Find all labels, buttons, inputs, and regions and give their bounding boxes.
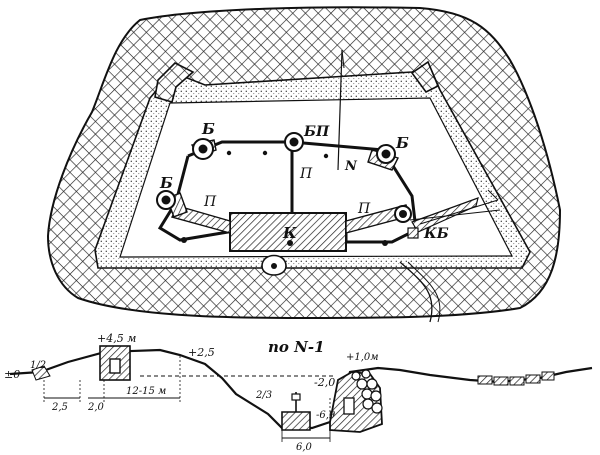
junction-dot xyxy=(382,240,388,246)
kb-box xyxy=(407,227,419,239)
label-kb: КБ xyxy=(423,226,449,242)
label-dist-20: 2,0 xyxy=(87,402,105,413)
plan-view: Б БП Б Б N П П П К КБ xyxy=(46,6,562,323)
label-depth-20: -2,0 xyxy=(314,376,335,389)
label-p-right: П xyxy=(357,201,371,217)
junction-dot xyxy=(181,237,187,243)
section-line-n1 xyxy=(337,49,343,171)
ditch-post-top xyxy=(291,393,301,401)
turret-left xyxy=(156,190,176,210)
stone-fill xyxy=(351,369,383,414)
top-left-bastion xyxy=(154,62,195,103)
section-view: по N-1 xyxy=(4,332,593,453)
label-p-left: П xyxy=(203,194,217,210)
label-zero: ±0 xyxy=(4,368,20,381)
patrol-path-2 xyxy=(407,261,441,323)
left-foot-hatch xyxy=(31,365,51,381)
turret-top-center xyxy=(284,132,304,152)
turret-top-left xyxy=(192,138,214,160)
junction-dot xyxy=(226,150,232,156)
label-n-north: N xyxy=(344,159,358,174)
junction-dot xyxy=(287,240,293,246)
section-line-n1 xyxy=(341,49,345,69)
label-b-left: Б xyxy=(159,174,173,192)
counterscarp-door xyxy=(343,397,355,415)
label-slope-23: 2/3 xyxy=(255,390,272,401)
label-b-top-right: Б xyxy=(395,134,409,152)
label-dist-25: 2,5 xyxy=(51,402,68,413)
kb-ray xyxy=(419,199,499,225)
label-height-45: +4,5 м xyxy=(97,332,136,345)
label-bp: БП xyxy=(303,124,330,140)
label-b-top-left: Б xyxy=(201,120,215,138)
right-glacis-blocks xyxy=(477,371,555,386)
label-height-25: +2,5 xyxy=(188,346,215,359)
ditch-bottom xyxy=(281,411,311,431)
label-dist-1215: 12-15 м xyxy=(126,386,166,397)
kb-ray xyxy=(409,209,501,221)
top-right-bastion xyxy=(410,60,440,94)
label-depth-69: -6,9 xyxy=(316,410,336,421)
patrol-path xyxy=(399,261,433,323)
section-title: по N-1 xyxy=(268,338,325,356)
label-p-center: П xyxy=(299,166,313,182)
label-width-60: 6,0 xyxy=(296,442,313,453)
junction-dot xyxy=(262,150,268,156)
label-k-center: К xyxy=(282,224,297,242)
casemate-left-door xyxy=(109,358,121,374)
turret-right xyxy=(394,205,412,223)
caponier-dot xyxy=(271,263,277,269)
kb-ray xyxy=(487,189,499,201)
label-height-10: +1,0м xyxy=(346,352,379,363)
turret-top-right xyxy=(376,144,396,164)
label-slope-half: 1/2 xyxy=(30,360,46,371)
junction-dot xyxy=(323,153,329,159)
